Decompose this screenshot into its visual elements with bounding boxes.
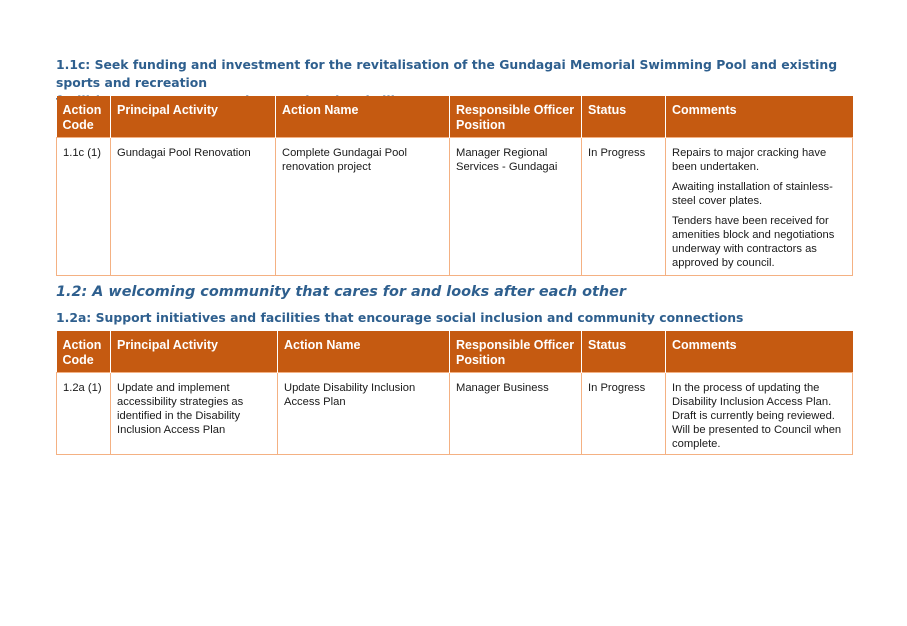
cell-responsible-officer: Manager Regional Services - Gundagai <box>449 137 582 276</box>
action-table-1-1c: Action Code Principal Activity Action Na… <box>56 96 853 276</box>
cell-principal-activity: Update and implement accessibility strat… <box>110 372 278 455</box>
header-action-code: Action Code <box>56 96 111 138</box>
cell-action-name: Update Disability Inclusion Access Plan <box>277 372 450 455</box>
cell-action-name: Complete Gundagai Pool renovation projec… <box>275 137 450 276</box>
section-1-2a-heading: 1.2a: Support initiatives and facilities… <box>56 310 744 325</box>
header-comments: Comments <box>665 96 853 138</box>
cell-action-code: 1.1c (1) <box>56 137 111 276</box>
header-action-name: Action Name <box>277 331 450 373</box>
table-header-row: Action Code Principal Activity Action Na… <box>56 331 853 373</box>
header-status: Status <box>581 96 666 138</box>
cell-comments: Repairs to major cracking have been unde… <box>665 137 853 276</box>
table-header-row: Action Code Principal Activity Action Na… <box>56 96 853 138</box>
header-principal-activity: Principal Activity <box>110 331 278 373</box>
cell-comments: In the process of updating the Disabilit… <box>665 372 853 455</box>
header-action-code: Action Code <box>56 331 111 373</box>
comment-paragraph: Repairs to major cracking have been unde… <box>672 147 827 173</box>
cell-status: In Progress <box>581 372 666 455</box>
header-principal-activity: Principal Activity <box>110 96 276 138</box>
section-1-2-heading: 1.2: A welcoming community that cares fo… <box>56 284 627 300</box>
table-row: 1.1c (1) Gundagai Pool Renovation Comple… <box>56 137 853 276</box>
cell-status: In Progress <box>581 137 666 276</box>
cell-principal-activity: Gundagai Pool Renovation <box>110 137 276 276</box>
header-responsible-officer: Responsible Officer Position <box>449 96 582 138</box>
cell-action-code: 1.2a (1) <box>56 372 111 455</box>
header-status: Status <box>581 331 666 373</box>
heading-line-1: 1.1c: Seek funding and investment for th… <box>56 57 838 90</box>
action-table-1-2a: Action Code Principal Activity Action Na… <box>56 331 853 455</box>
header-action-name: Action Name <box>275 96 450 138</box>
header-responsible-officer: Responsible Officer Position <box>449 331 582 373</box>
header-comments: Comments <box>665 331 853 373</box>
comment-paragraph: Tenders have been received for amenities… <box>672 215 835 269</box>
table-row: 1.2a (1) Update and implement accessibil… <box>56 372 853 455</box>
comment-paragraph: Awaiting installation of stainless-steel… <box>672 181 833 207</box>
cell-responsible-officer: Manager Business <box>449 372 582 455</box>
